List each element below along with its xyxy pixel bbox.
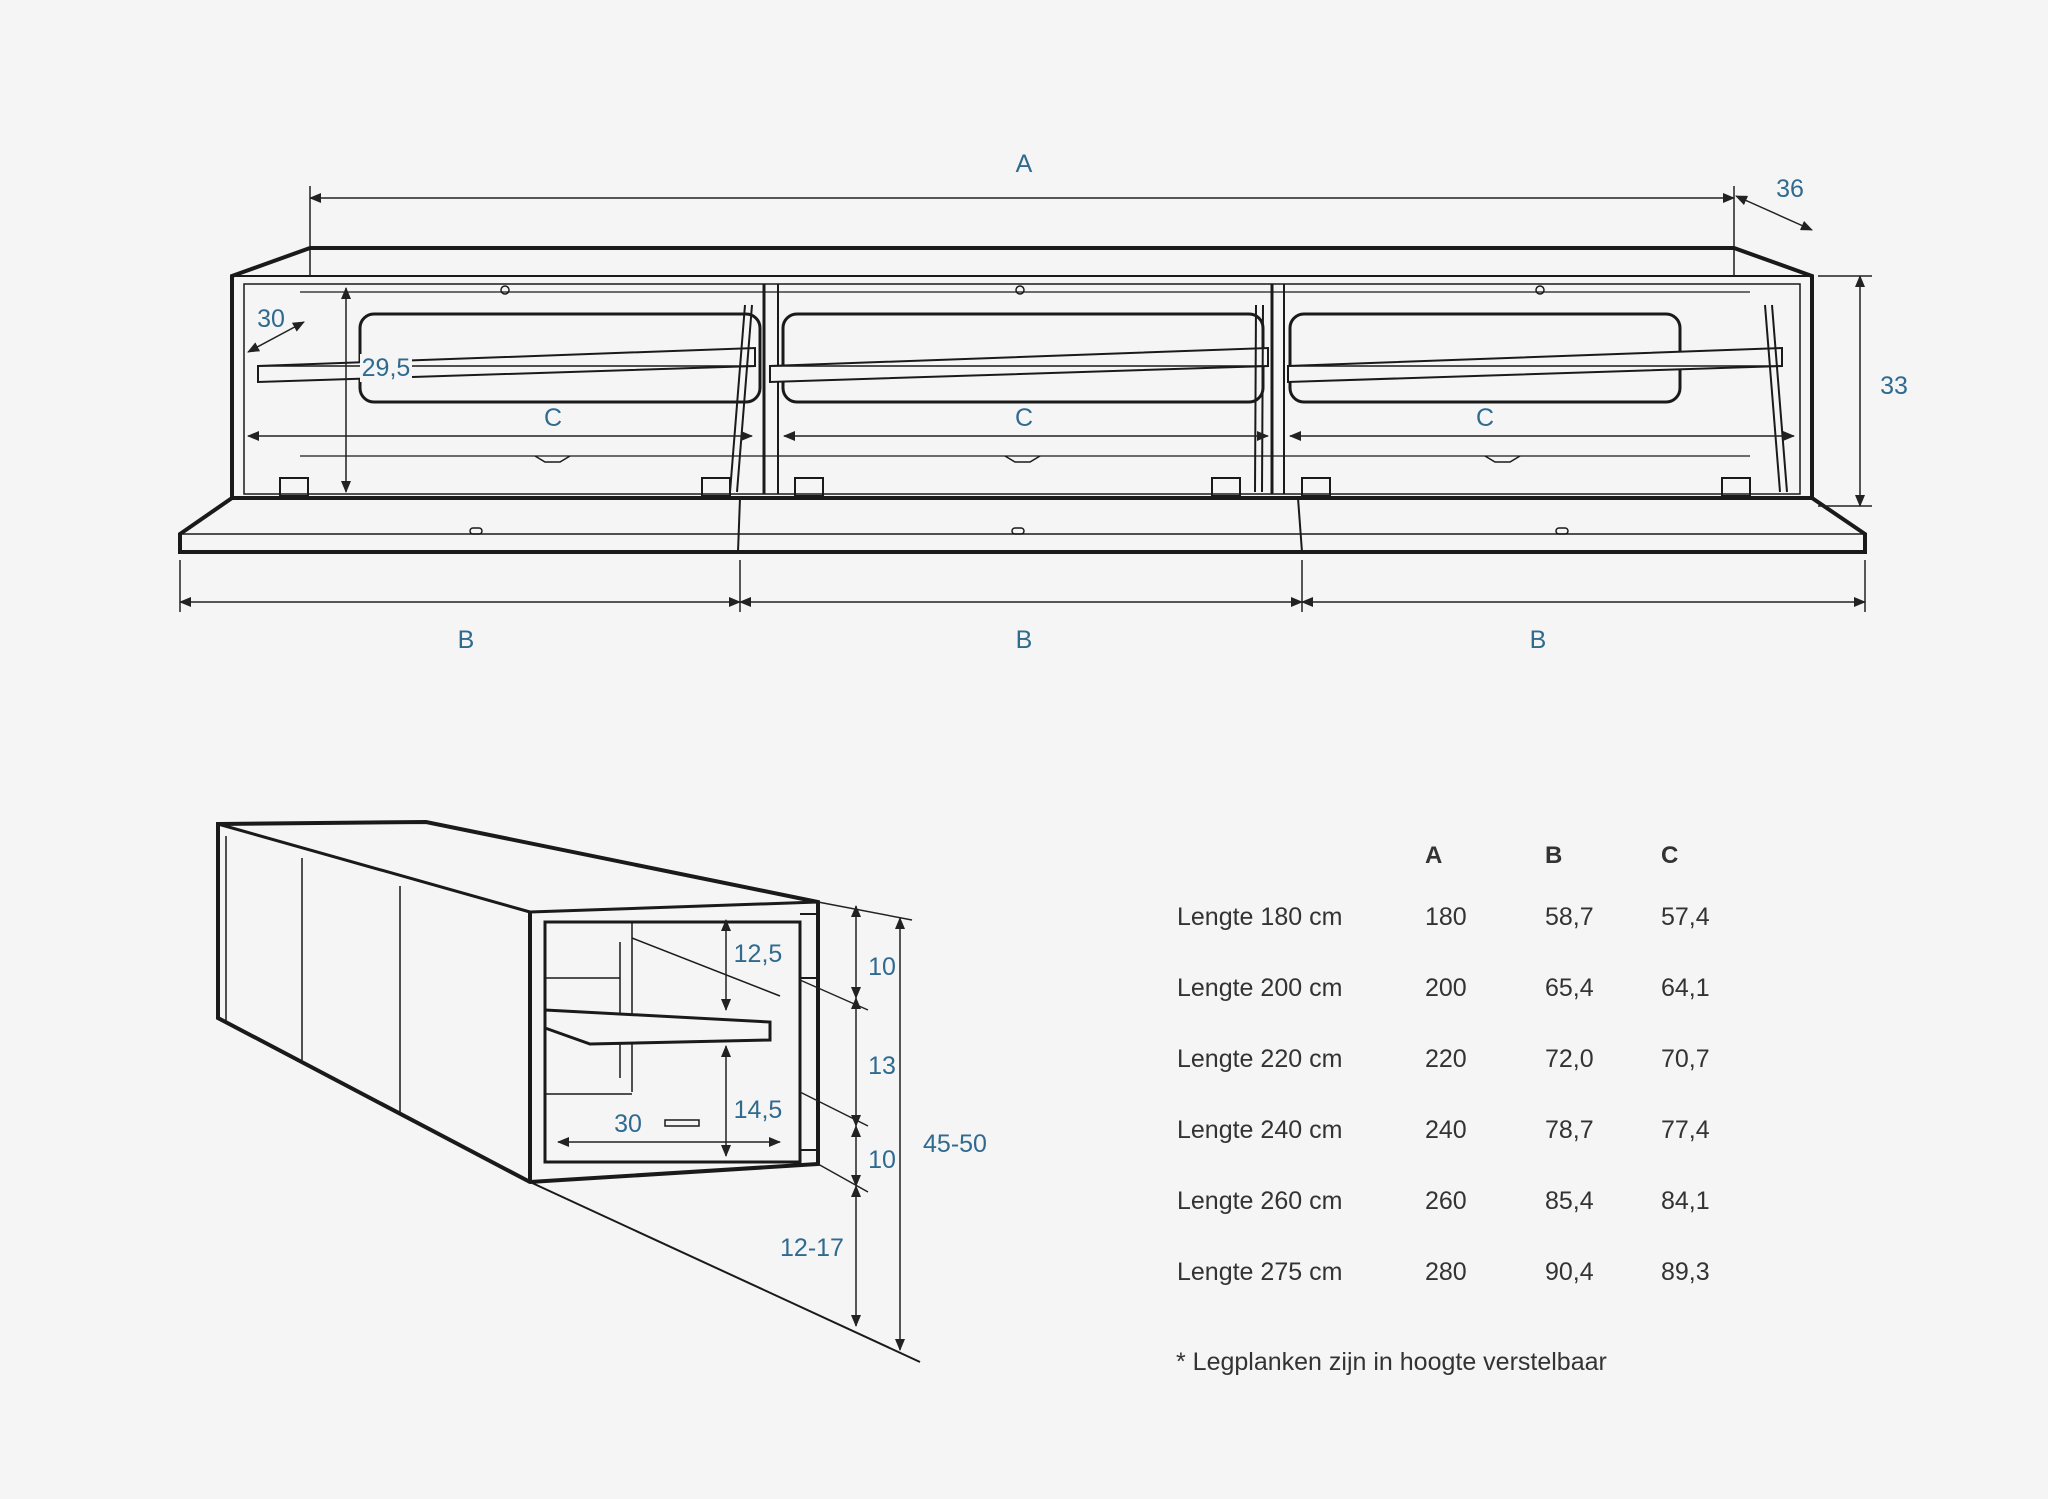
door-label-3: B: [1530, 626, 1547, 654]
row-b: 90,4: [1545, 1258, 1594, 1286]
side-shelf-depth-label: 30: [614, 1110, 642, 1138]
table-row: Lengte 260 cm 260 85,4 84,1: [1176, 1166, 1762, 1237]
middle-label: 13: [868, 1052, 896, 1080]
row-name: Lengte 180 cm: [1177, 903, 1343, 931]
row-name: Lengte 220 cm: [1177, 1045, 1343, 1073]
compartment-label-3: C: [1476, 404, 1494, 432]
table-row: Lengte 180 cm 180 58,7 57,4: [1176, 882, 1762, 953]
row-b: 72,0: [1545, 1045, 1594, 1073]
header-a: A: [1425, 842, 1443, 869]
row-name: Lengte 275 cm: [1177, 1258, 1343, 1286]
compartment-label-2: C: [1015, 404, 1033, 432]
top-panel-label: 10: [868, 953, 896, 981]
shelf-depth-label: 30: [257, 305, 285, 333]
side-dimension-labels: 12,5 14,5 30 10 13 10 12-17 45-50: [614, 940, 987, 1262]
row-c: 77,4: [1661, 1116, 1710, 1144]
row-name: Lengte 260 cm: [1177, 1187, 1343, 1215]
side-dimension-lines: [557, 901, 913, 1351]
depth-label: 36: [1776, 175, 1804, 203]
table-row: Lengte 275 cm 280 90,4 89,3: [1176, 1237, 1762, 1308]
inner-height-label: 29,5: [362, 354, 411, 382]
front-dimension-labels: A 36 33 30 29,5 C C C B B B: [257, 150, 1908, 654]
row-b: 85,4: [1545, 1187, 1594, 1215]
row-a: 240: [1425, 1116, 1467, 1144]
row-c: 64,1: [1661, 974, 1710, 1002]
height-label: 33: [1880, 372, 1908, 400]
row-c: 70,7: [1661, 1045, 1710, 1073]
header-b: B: [1545, 842, 1563, 869]
row-a: 260: [1425, 1187, 1467, 1215]
bottom-gap-label: 14,5: [734, 1096, 783, 1124]
table-row: Lengte 200 cm 200 65,4 64,1: [1176, 953, 1762, 1024]
table-row: Lengte 240 cm 240 78,7 77,4: [1176, 1095, 1762, 1166]
row-c: 84,1: [1661, 1187, 1710, 1215]
compartment-label-1: C: [544, 404, 562, 432]
front-dimension-lines: [179, 186, 1872, 612]
row-a: 280: [1425, 1258, 1467, 1286]
width-label: A: [1016, 150, 1033, 178]
top-gap-label: 12,5: [734, 940, 783, 968]
row-c: 89,3: [1661, 1258, 1710, 1286]
header-c: C: [1661, 842, 1679, 869]
row-a: 200: [1425, 974, 1467, 1002]
door-label-1: B: [458, 626, 475, 654]
row-a: 220: [1425, 1045, 1467, 1073]
door-label-2: B: [1016, 626, 1033, 654]
table-header-row: A B C: [1176, 830, 1762, 882]
row-name: Lengte 200 cm: [1177, 974, 1343, 1002]
row-name: Lengte 240 cm: [1177, 1116, 1343, 1144]
row-b: 78,7: [1545, 1116, 1594, 1144]
side-view-cabinet: [216, 819, 921, 1363]
row-c: 57,4: [1661, 903, 1710, 931]
row-b: 65,4: [1545, 974, 1594, 1002]
shelf-note: * Legplanken zijn in hoogte verstelbaar: [1176, 1348, 1607, 1376]
table-row: Lengte 220 cm 220 72,0 70,7: [1176, 1024, 1762, 1095]
front-view-cabinet: [178, 246, 1867, 554]
bottom-panel-label: 10: [868, 1146, 896, 1174]
row-a: 180: [1425, 903, 1467, 931]
header-blank: [1176, 830, 1424, 882]
dimension-table: A B C Lengte 180 cm 180 58,7 57,4 Lengte…: [1176, 830, 1816, 1308]
row-b: 58,7: [1545, 903, 1594, 931]
total-height-label: 45-50: [923, 1130, 987, 1158]
wall-gap-label: 12-17: [780, 1234, 844, 1262]
